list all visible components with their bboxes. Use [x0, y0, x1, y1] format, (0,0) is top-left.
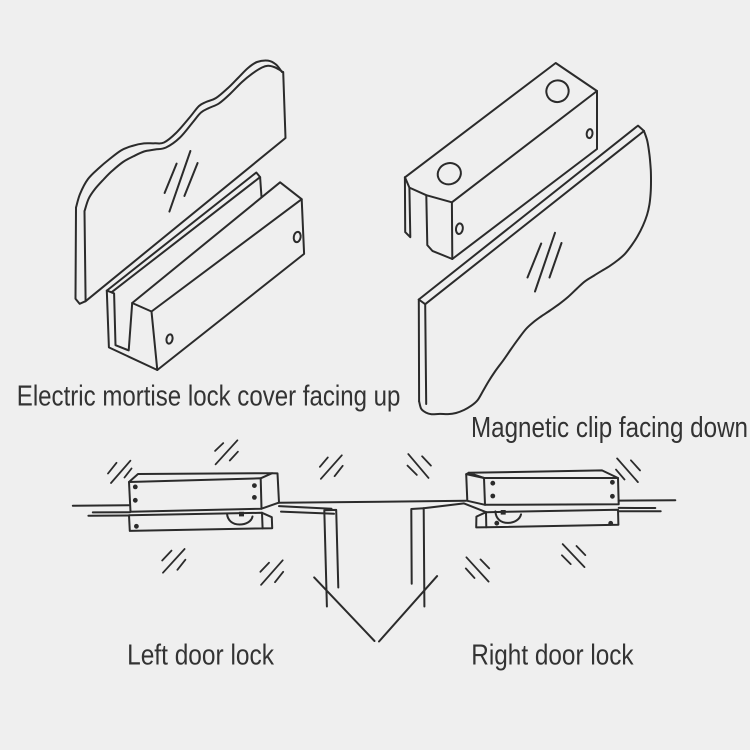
svg-text:Electric mortise lock cover fa: Electric mortise lock cover facing up [17, 381, 401, 413]
svg-text:Right door lock: Right door lock [471, 639, 634, 671]
svg-text:Left door lock: Left door lock [127, 639, 274, 671]
svg-text:Magnetic clip facing down: Magnetic clip facing down [471, 412, 748, 444]
